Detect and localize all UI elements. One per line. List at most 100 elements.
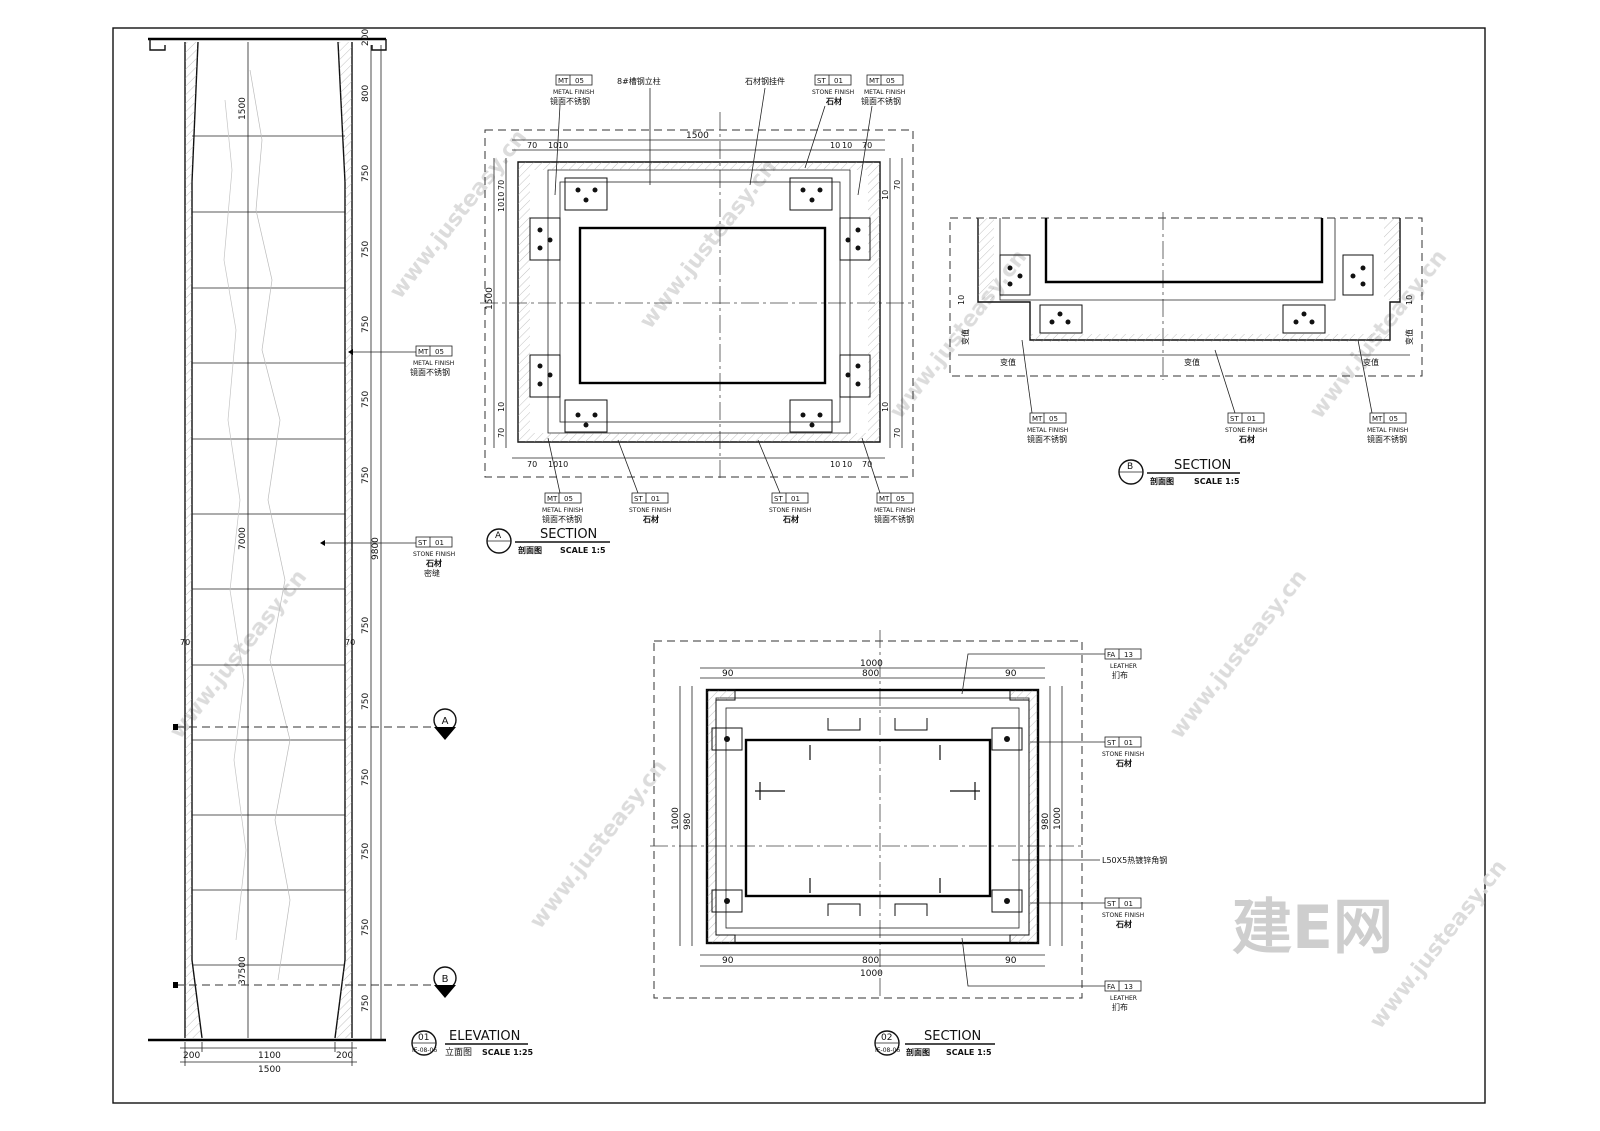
tag-cn: 镜面不锈钢 (542, 514, 582, 524)
section-a-tag-bottom-3[interactable]: ST 01 STONE FINISH 石材 (757, 439, 811, 524)
section-02-tag-leather-top[interactable]: FA 13 LEATHER 扪布 (961, 648, 1142, 695)
tag-cn: 石材 (1238, 434, 1255, 444)
section-b-tag-3[interactable]: MT 05 METAL FINISH 镜面不锈钢 (1357, 339, 1408, 444)
title-letter: B (1127, 462, 1133, 472)
tag-en: STONE FINISH (1225, 427, 1267, 434)
dim-label: 10 (881, 402, 890, 412)
material-tag-metal[interactable]: MT 05 METAL FINISH 镜面不锈钢 (348, 345, 454, 377)
cut-marker-a[interactable]: A (433, 708, 457, 740)
dim-height: 1500 (485, 287, 495, 310)
dim-label: 10 (830, 141, 840, 150)
dim-label: 10 (842, 141, 852, 150)
tag-cn: 扪布 (1112, 1002, 1128, 1012)
tag-code: MT (418, 348, 429, 356)
dim-label: 10 (842, 460, 852, 469)
tag-cn: 石材 (1115, 758, 1132, 768)
dim-label: 10 (497, 402, 506, 412)
section-a-view: 1500 70 10 10 10 10 70 70 10 10 10 10 70… (480, 74, 915, 555)
section-02-tag-leather-bottom[interactable]: FA 13 LEATHER 扪布 (961, 937, 1142, 1012)
section-a-tag-top-2[interactable]: ST 01 STONE FINISH 石材 (804, 74, 854, 169)
dim-label: 70 (862, 141, 872, 150)
tag-code: ST (774, 495, 783, 503)
tag-code: ST (418, 539, 427, 547)
section-a-tag-top-1[interactable]: MT 05 METAL FINISH 镜面不锈钢 (550, 74, 594, 196)
tag-en: METAL FINISH (874, 507, 915, 514)
var-label: 变值 (1404, 329, 1414, 345)
dim-label: 70 (893, 428, 902, 438)
dim-label: 90 (722, 956, 734, 966)
tag-cn: 石材 (642, 514, 659, 524)
tag-num: 01 (1247, 415, 1256, 423)
tag-en: METAL FINISH (1027, 427, 1068, 434)
section-a-tag-bottom-2[interactable]: ST 01 STONE FINISH 石材 (617, 439, 671, 524)
dim-label: 200 (183, 1051, 200, 1061)
dim-label: 750 (361, 843, 371, 860)
dim-label: 70 (862, 460, 872, 469)
column-outline (184, 42, 353, 1038)
label-stone-hanger: 石材钢挂件 (745, 76, 785, 86)
sheet-border (112, 27, 1486, 1104)
dim-label: 70 (527, 460, 537, 469)
title-cn: 剖面图 (906, 1047, 930, 1057)
tag-note: 密缝 (424, 568, 440, 578)
dim-label: 750 (361, 391, 371, 408)
section-b-tag-1[interactable]: MT 05 METAL FINISH 镜面不锈钢 (1021, 339, 1068, 444)
tag-cn: 镜面不锈钢 (550, 96, 590, 106)
title-name: SECTION (540, 527, 597, 542)
dim-label: 750 (361, 693, 371, 710)
dim-label: 10 (881, 190, 890, 200)
dim-label: 980 (683, 813, 693, 830)
dim-label: 10 (957, 295, 966, 305)
tag-code: MT (1032, 415, 1043, 423)
tag-en: LEATHER (1110, 995, 1137, 1002)
title-scale: SCALE 1:5 (1194, 477, 1240, 486)
dim-label: 800 (862, 956, 879, 966)
dim-label: 750 (361, 241, 371, 258)
dim-label: 800 (862, 669, 879, 679)
tag-en: STONE FINISH (1102, 912, 1144, 919)
tag-num: 05 (896, 495, 905, 503)
dim-label: 1100 (258, 1051, 281, 1061)
title-name: ELEVATION (449, 1029, 520, 1044)
dim-label: 750 (361, 467, 371, 484)
material-tag-stone[interactable]: ST 01 STONE FINISH 石材 密缝 (320, 536, 455, 578)
cut-marker-b[interactable]: B (433, 966, 457, 998)
section-02-tag-stone-top[interactable]: ST 01 STONE FINISH 石材 (1030, 736, 1144, 768)
dim-inner-label: 7000 (238, 527, 248, 550)
section-a-tag-top-3[interactable]: MT 05 METAL FINISH 镜面不锈钢 (857, 74, 905, 196)
section-02-tag-stone-bottom[interactable]: ST 01 STONE FINISH 石材 (1030, 897, 1144, 929)
dim-label: 750 (361, 769, 371, 786)
dim-label: 10 (558, 141, 568, 150)
dim-label: 70 (497, 428, 506, 438)
watermark-brand: 建E网 (1232, 893, 1393, 963)
dim-label: 750 (361, 919, 371, 936)
tag-num: 05 (1049, 415, 1058, 423)
elevation-bottom-dimensions: 200 1100 200 1500 (180, 1042, 357, 1075)
watermark-text: www.justeasy.cn (525, 755, 672, 933)
tag-code: ST (817, 77, 826, 85)
section-a-tag-bottom-4[interactable]: MT 05 METAL FINISH 镜面不锈钢 (861, 437, 915, 524)
section-a-title-block: A SECTION 剖面图 SCALE 1:5 (486, 527, 610, 555)
dim-label: 800 (361, 85, 371, 102)
tag-cn: 镜面不锈钢 (1027, 434, 1067, 444)
dim-label: 70 (497, 180, 506, 190)
section-02-angle-note[interactable]: L50X5热镀锌角钢 (1012, 855, 1167, 865)
section-b-tag-2[interactable]: ST 01 STONE FINISH 石材 (1214, 349, 1267, 444)
tag-code: MT (1372, 415, 1383, 423)
steel-brackets (529, 177, 871, 433)
dim-label: 10 (830, 460, 840, 469)
dim-label: 750 (361, 316, 371, 333)
dim-label: 1000 (860, 969, 883, 979)
cut-marker-b-letter: B (442, 974, 449, 985)
tag-code: FA (1107, 651, 1115, 659)
tag-code: ST (1107, 900, 1116, 908)
dim-label: 1500 (258, 1065, 281, 1075)
watermark-layer: www.justeasy.cn www.justeasy.cn www.just… (165, 125, 1512, 1033)
title-name: SECTION (924, 1029, 981, 1044)
dim-lower-label: 37500 (238, 956, 248, 985)
section-a-tag-bottom-1[interactable]: MT 05 METAL FINISH 镜面不锈钢 (542, 437, 583, 524)
dim-label: 90 (1005, 669, 1017, 679)
tag-code: MT (547, 495, 558, 503)
dim-label: 1000 (1053, 807, 1063, 830)
